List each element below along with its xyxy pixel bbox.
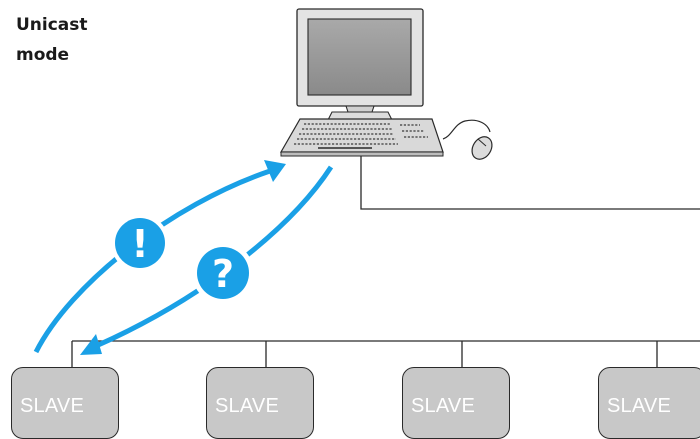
mouse-icon — [442, 119, 493, 160]
keyboard-icon — [279, 118, 444, 157]
response-exclamation-badge: ! — [111, 214, 169, 272]
computer-monitor-icon — [296, 8, 424, 121]
computer-link-line — [360, 155, 700, 210]
network-cabling — [71, 155, 700, 367]
slave-device-3: SLAVE — [402, 367, 510, 439]
question-icon: ? — [212, 252, 234, 296]
slave-device-4: SLAVE — [598, 367, 700, 439]
request-question-badge: ? — [192, 242, 254, 304]
exclamation-icon: ! — [131, 222, 148, 266]
title-line-2: mode — [16, 45, 70, 65]
slave-device-2: SLAVE — [206, 367, 314, 439]
diagram-title: Unicast mode — [16, 10, 88, 70]
title-line-1: Unicast — [16, 15, 88, 35]
slave-device-1: SLAVE — [11, 367, 119, 439]
